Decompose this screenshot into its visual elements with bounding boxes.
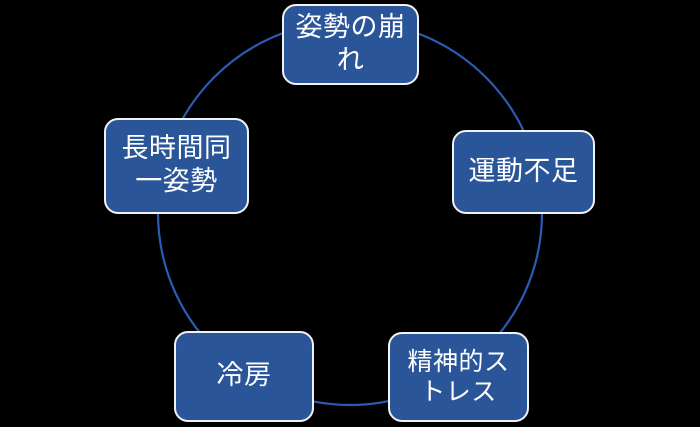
cycle-node-posture-collapse[interactable]: 姿勢の崩れ [282, 4, 419, 85]
cycle-node-label: 長時間同一姿勢 [121, 133, 232, 197]
cycle-node-label: 冷房 [216, 360, 272, 392]
cycle-node-label: 精神的ストレス [407, 346, 510, 407]
cycle-node-lack-of-exercise[interactable]: 運動不足 [452, 130, 595, 214]
cycle-node-label: 姿勢の崩れ [295, 11, 406, 76]
cycle-node-label: 運動不足 [468, 155, 579, 187]
cycle-node-air-conditioning[interactable]: 冷房 [174, 331, 314, 422]
cycle-node-prolonged-same-posture[interactable]: 長時間同一姿勢 [104, 118, 249, 214]
cycle-node-mental-stress[interactable]: 精神的ストレス [388, 332, 529, 422]
